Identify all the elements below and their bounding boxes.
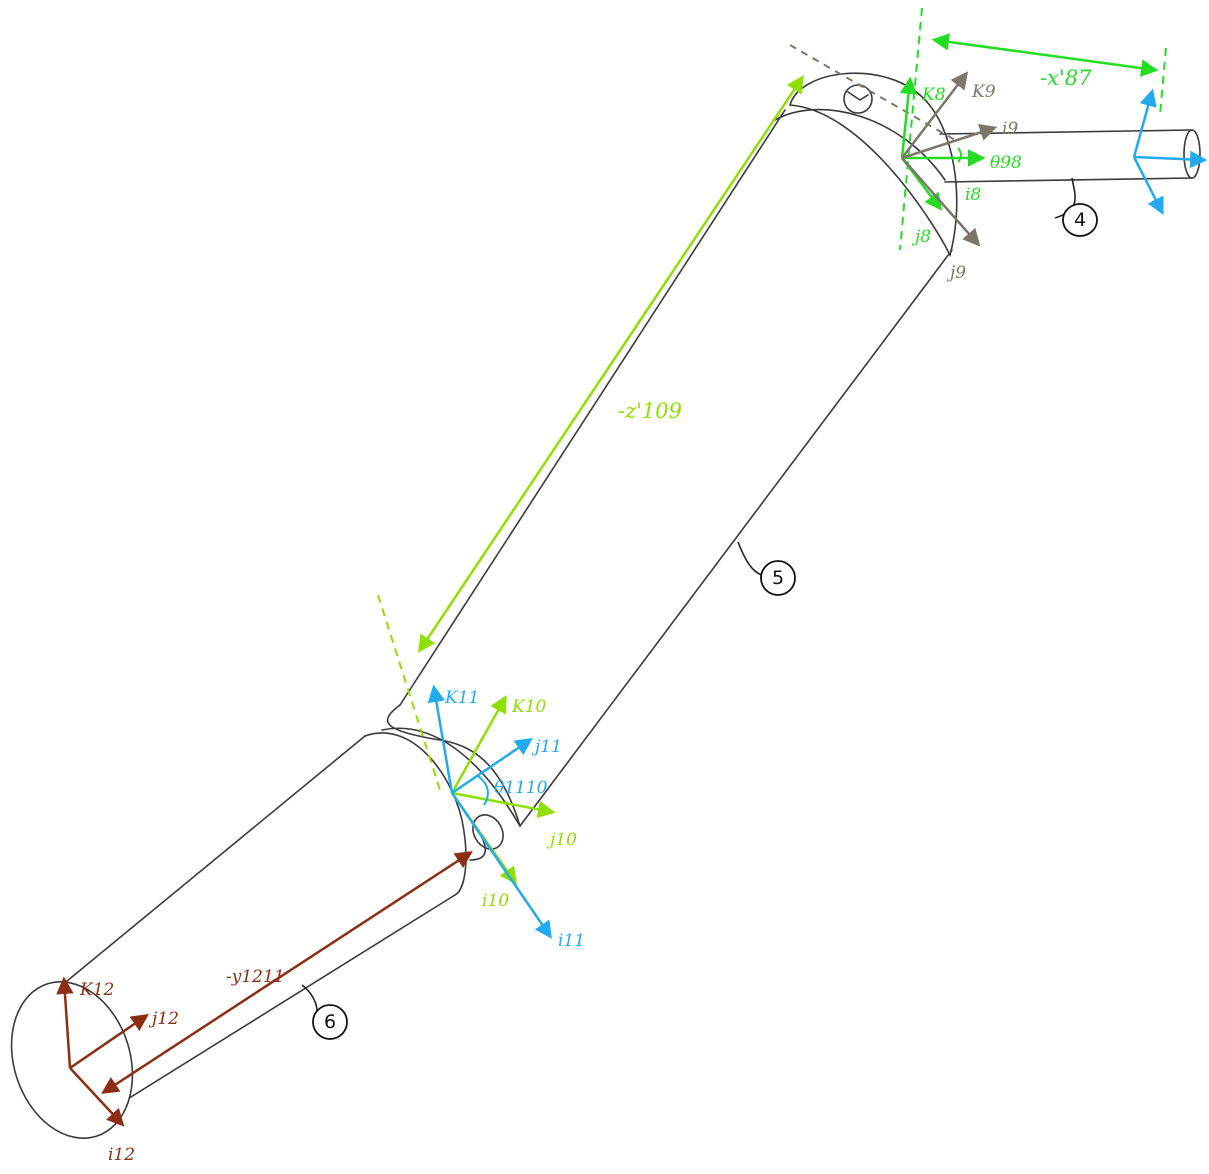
cyan-down-axis-arrow [1132,156,1164,216]
j11-label: j11 [531,737,562,757]
y1211-label: -y1211 [226,967,285,987]
frame-link4-end [1132,88,1208,216]
svg-text:4: 4 [1074,209,1086,231]
frame-9: K9 i9 j9 [901,71,1018,283]
leader-link-5 [737,541,763,576]
k11-label: K11 [444,688,479,708]
i12-label: i12 [108,1145,135,1165]
i10-label: i10 [482,891,509,911]
link-5-body [381,72,958,827]
dashed-axis-link4-end [1159,47,1167,116]
cyan-right-axis-arrow [1133,150,1208,169]
i11-label: i11 [558,931,585,951]
angle-98-arc [957,147,962,163]
j12-axis-arrow [69,1014,149,1070]
k10-label: K10 [511,697,547,717]
i12-axis-arrow [69,1067,125,1127]
leader-link-4 [1054,177,1076,219]
j9-axis-arrow [901,157,981,247]
i11-axis-arrow [450,792,552,939]
j9-label: j9 [946,263,966,283]
dashed-axis-frame8 [899,7,923,251]
j8-label: j8 [911,227,931,247]
k10-axis-arrow [450,694,507,794]
x87-dimension-arrow [931,33,1159,77]
i9-label: i9 [1002,119,1018,139]
link-4-body [939,129,1201,183]
cyan-up-axis-arrow [1132,88,1157,158]
k9-label: K9 [971,82,996,102]
x87-label: -x'87 [1040,66,1092,90]
i9-axis-arrow [901,124,998,160]
j11-axis-arrow [451,738,533,795]
svg-text:5: 5 [772,567,784,589]
i8-label: i8 [965,185,981,205]
dimension-y1211: -y1211 [101,851,473,1094]
z109-label: -z'109 [618,399,682,423]
frame-12: K12 j12 i12 [56,976,179,1165]
angle-1110-arc [477,775,489,806]
dimension-x87: -x'87 [931,33,1159,90]
frame-10: K10 j10 i10 [450,694,577,911]
k8-label: K8 [921,85,946,105]
j12-label: j12 [148,1009,179,1029]
balloon-link-4: 4 [1062,203,1098,237]
frame-11: K11 j11 i11 θ1110 [427,684,585,951]
balloon-link-5: 5 [760,560,796,596]
dimension-z109: -z'109 [418,75,804,653]
balloon-link-6: 6 [312,1004,348,1040]
k12-axis-arrow [56,976,74,1069]
k12-label: K12 [79,980,114,1000]
angle-98-label: θ98 [990,153,1022,173]
y1211-dimension-arrow [101,851,473,1094]
svg-text:6: 6 [324,1011,336,1033]
k11-axis-arrow [427,684,454,794]
j10-label: j10 [546,830,577,850]
k9-axis-arrow [901,71,969,159]
angle-1110-label: θ1110 [494,778,548,798]
dashed-axis-frame10 [377,594,441,791]
k8-axis-arrow [899,76,918,159]
link-6-body [10,732,504,1139]
z109-dimension-arrow [418,75,804,653]
frame-8: K8 i8 j8 θ98 [899,76,1022,247]
j10-axis-arrow [451,791,556,818]
